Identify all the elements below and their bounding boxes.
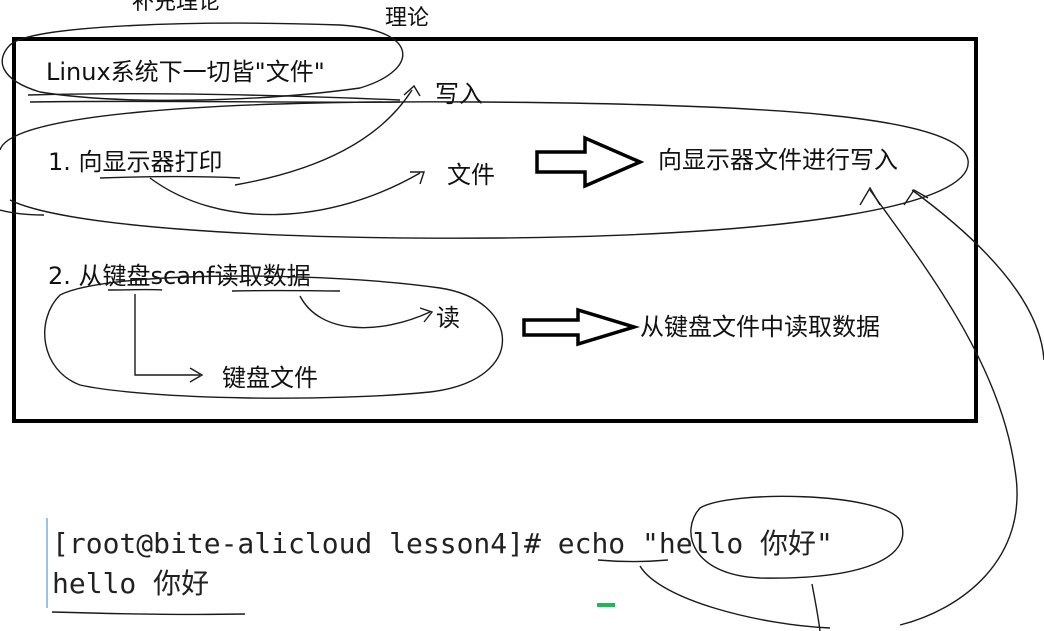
- terminal-cursor: [597, 603, 615, 607]
- write-label: 写入: [435, 80, 483, 108]
- terminal-command: echo: [557, 527, 626, 560]
- item2-text: 2. 从键盘scanf读取数据: [48, 262, 311, 290]
- echo-arg-curve: [811, 583, 821, 631]
- terminal-argument: "hello 你好": [625, 527, 833, 560]
- concept-box: [12, 37, 978, 423]
- item2-read-label: 读: [436, 304, 460, 332]
- item2-keyboard-file: 键盘文件: [222, 364, 318, 392]
- item2-result: 从键盘文件中读取数据: [640, 313, 880, 341]
- echo-curve: [639, 565, 831, 629]
- terminal-prompt: [root@bite-alicloud lesson4]#: [52, 527, 558, 560]
- output-underline: [51, 611, 246, 616]
- editor-caret-bar: [46, 518, 48, 608]
- item1-file-label: 文件: [447, 161, 495, 189]
- box-title: Linux系统下一切皆"文件": [46, 58, 325, 86]
- terminal-line-2: hello 你好: [52, 567, 210, 600]
- terminal-line-1: [root@bite-alicloud lesson4]# echo "hell…: [52, 530, 833, 558]
- echo-underline: [597, 559, 669, 563]
- theory-label: 理论: [385, 6, 430, 31]
- item1-result: 向显示器文件进行写入: [658, 146, 898, 174]
- supplement-theory-label: 补充理论: [132, 0, 221, 15]
- item1-text: 1. 向显示器打印: [48, 148, 223, 176]
